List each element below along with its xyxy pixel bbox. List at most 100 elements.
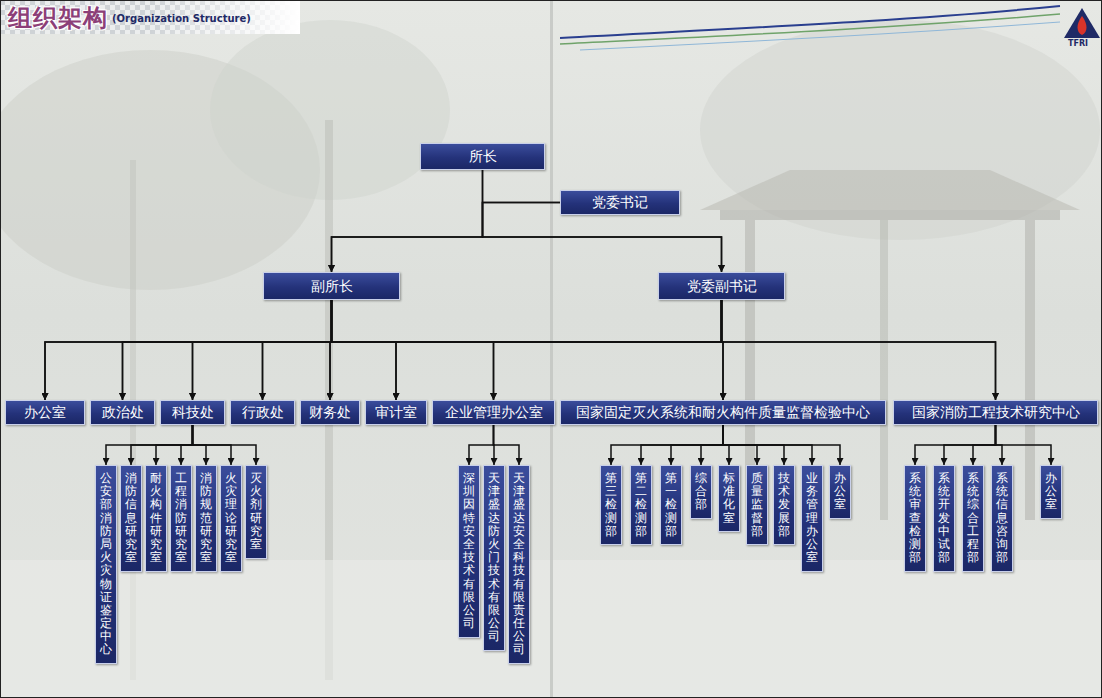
box-label: 业务管理办公室 (806, 472, 818, 564)
unit-box: 工程消防研究室 (170, 465, 192, 572)
unit-box: 消防规范研究室 (195, 465, 217, 572)
unit-box: 业务管理办公室 (801, 465, 823, 572)
title-subtitle: (Organization Structure) (112, 13, 251, 24)
box-label: 技术发展部 (778, 472, 790, 538)
connector (332, 300, 724, 400)
box-label: 系统审查检测部 (909, 472, 921, 564)
unit-box: 第二检测部 (630, 465, 652, 545)
unit-box: 耐火构件研究室 (145, 465, 167, 572)
connector (332, 300, 494, 400)
unit-box: 第一检测部 (660, 465, 682, 545)
box-label: 第三检测部 (605, 472, 617, 538)
connector (263, 300, 332, 400)
unit-box: 办公室 (829, 465, 851, 519)
connector (181, 425, 193, 465)
box-label: 质量监督部 (751, 472, 763, 538)
box-label: 第一检测部 (665, 472, 677, 538)
box-label: 国家消防工程技术研究中心 (912, 404, 1080, 421)
box-label: 科技处 (172, 404, 214, 421)
box-label: 副所长 (311, 278, 353, 295)
department-box: 国家固定灭火系统和耐火构件质量监督检验中心 (560, 400, 886, 425)
box-label: 标准化室 (723, 472, 735, 525)
connector (915, 425, 996, 465)
box-label: 国家固定灭火系统和耐火构件质量监督检验中心 (576, 404, 870, 421)
box-label: 深圳因特安全技术有限公司 (463, 472, 475, 630)
unit-box: 标准化室 (718, 465, 740, 532)
connector (641, 425, 723, 465)
box-label: 行政处 (242, 404, 284, 421)
unit-box: 质量监督部 (746, 465, 768, 545)
unit-box: 系统信息咨询部 (991, 465, 1013, 572)
connector (332, 170, 483, 272)
connector (722, 300, 996, 400)
box-label: 第二检测部 (635, 472, 647, 538)
box-label: 办公室 (1045, 472, 1057, 512)
connector (611, 425, 723, 465)
department-box: 行政处 (230, 400, 295, 425)
box-label: 系统开发中试部 (938, 472, 950, 564)
department-box: 党委书记 (560, 190, 680, 215)
box-label: 政治处 (102, 404, 144, 421)
connector (45, 300, 722, 400)
unit-box: 天津盛达防火门技术有限公司 (483, 465, 505, 651)
unit-box: 综合部 (690, 465, 712, 519)
logo-text: TFRI (1068, 39, 1088, 48)
box-label: 公安部消防局火灾物证鉴定中心 (100, 472, 112, 657)
box-label: 审计室 (375, 404, 417, 421)
unit-box: 公安部消防局火灾物证鉴定中心 (95, 465, 117, 664)
connector (494, 425, 520, 465)
connector (332, 300, 996, 400)
connector (973, 425, 996, 465)
chart-title: 组织架构 (8, 2, 108, 34)
department-box: 企业管理办公室 (432, 400, 555, 425)
department-box: 副所长 (263, 272, 400, 300)
connector (263, 300, 722, 400)
department-box: 办公室 (5, 400, 85, 425)
department-box: 审计室 (365, 400, 427, 425)
connector (123, 300, 722, 400)
connector (106, 425, 193, 465)
department-box: 科技处 (160, 400, 225, 425)
connector (131, 425, 193, 465)
box-label: 火灾理论研究室 (225, 472, 237, 564)
unit-box: 天津盛达安全科技有限责任公司 (508, 465, 530, 664)
box-label: 党委副书记 (687, 278, 757, 295)
unit-box: 系统综合工程部 (962, 465, 984, 572)
box-label: 所长 (469, 148, 497, 165)
connector (996, 425, 1052, 465)
box-label: 工程消防研究室 (175, 472, 187, 564)
unit-box: 第三检测部 (600, 465, 622, 545)
unit-box: 系统开发中试部 (933, 465, 955, 572)
box-label: 天津盛达防火门技术有限公司 (488, 472, 500, 643)
department-box: 政治处 (90, 400, 155, 425)
box-label: 耐火构件研究室 (150, 472, 162, 564)
department-box: 财务处 (300, 400, 360, 425)
connector (723, 425, 840, 465)
unit-box: 消防信息研究室 (120, 465, 142, 572)
connector (45, 300, 332, 400)
department-box: 所长 (420, 143, 545, 170)
connector (330, 300, 722, 400)
box-label: 系统信息咨询部 (996, 472, 1008, 564)
box-label: 综合部 (695, 472, 707, 512)
connector (944, 425, 996, 465)
connector (469, 425, 494, 465)
department-box: 党委副书记 (658, 272, 785, 300)
connector (193, 425, 257, 465)
connector (483, 170, 722, 272)
unit-box: 灭火剂研究室 (245, 465, 267, 559)
box-label: 消防信息研究室 (125, 472, 137, 564)
unit-box: 技术发展部 (773, 465, 795, 545)
connector (123, 300, 332, 400)
box-label: 党委书记 (592, 194, 648, 211)
connector (332, 300, 397, 400)
box-label: 办公室 (24, 404, 66, 421)
box-label: 系统综合工程部 (967, 472, 979, 564)
connector (156, 425, 193, 465)
department-box: 国家消防工程技术研究中心 (893, 400, 1098, 425)
box-label: 企业管理办公室 (445, 404, 543, 421)
unit-box: 深圳因特安全技术有限公司 (458, 465, 480, 638)
connector (671, 425, 723, 465)
